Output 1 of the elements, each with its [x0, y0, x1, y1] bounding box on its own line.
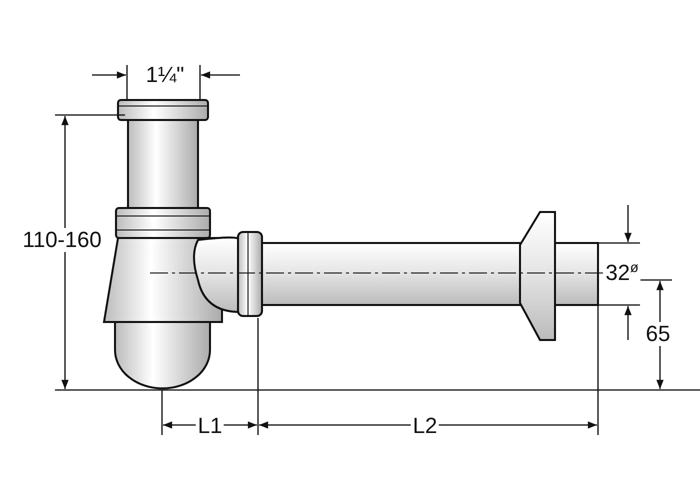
dimension-label: 65 [644, 322, 672, 346]
